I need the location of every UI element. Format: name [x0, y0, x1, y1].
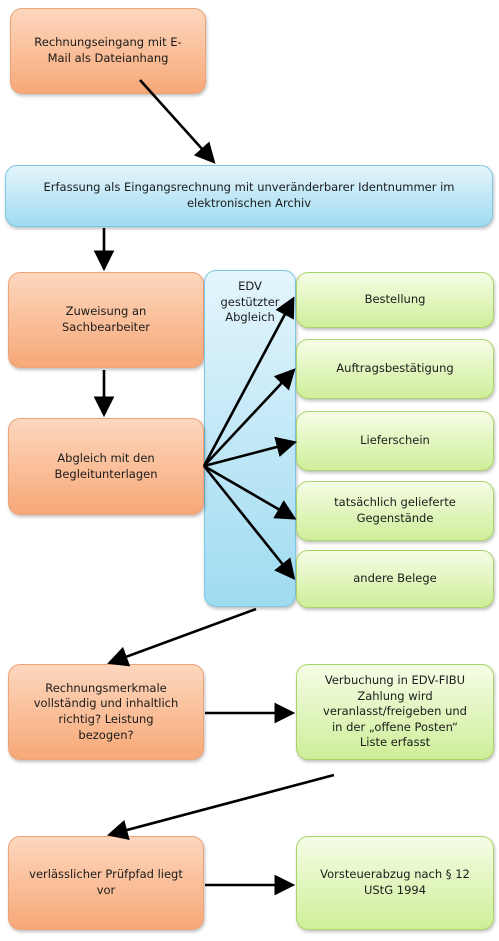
box-zuweisung: Zuweisung an Sachbearbeiter [8, 272, 204, 368]
arrow-edv-merkmale [107, 607, 257, 667]
box-vorsteuerabzug-label: Vorsteuerabzug nach § 12 UStG 1994 [320, 867, 470, 897]
box-zuweisung-label: Zuweisung an Sachbearbeiter [62, 304, 150, 334]
box-bestellung-label: Bestellung [364, 292, 426, 307]
box-abgleich: Abgleich mit den Begleitunterlagen [8, 418, 204, 515]
box-auftragsbestaetigung: Auftragsbestätigung [296, 339, 494, 399]
box-verbuchung: Verbuchung in EDV-FIBU Zahlung wird vera… [296, 664, 494, 760]
box-rechnungseingang-label: Rechnungseingang mit E-Mail als Dateianh… [34, 35, 182, 65]
box-gelieferte-gegenstaende: tatsächlich gelieferte Gegenstände [296, 481, 494, 541]
box-vorsteuerabzug: Vorsteuerabzug nach § 12 UStG 1994 [296, 836, 494, 930]
box-abgleich-label: Abgleich mit den Begleitunterlagen [54, 450, 158, 481]
box-andere-belege-label: andere Belege [353, 571, 437, 586]
box-rechnungsmerkmale-label: Rechnungsmerkmale vollständig und inhalt… [33, 680, 179, 742]
box-lieferschein: Lieferschein [296, 411, 494, 471]
box-andere-belege: andere Belege [296, 550, 494, 608]
box-pruefpfad: verlässlicher Prüfpfad liegt vor [8, 836, 204, 930]
box-auftragsbestaetigung-label: Auftragsbestätigung [336, 361, 454, 376]
box-verbuchung-label: Verbuchung in EDV-FIBU Zahlung wird vera… [323, 673, 467, 750]
arrow-verbuchung-pruefpfad [106, 773, 335, 841]
box-edv-abgleich: EDV gestützter Abgleich [204, 270, 296, 607]
box-rechnungsmerkmale: Rechnungsmerkmale vollständig und inhalt… [8, 664, 204, 760]
box-erfassung-label: Erfassung als Eingangsrechnung mit unver… [43, 180, 455, 210]
box-erfassung: Erfassung als Eingangsrechnung mit unver… [5, 165, 493, 227]
box-bestellung: Bestellung [296, 272, 494, 328]
box-pruefpfad-label: verlässlicher Prüfpfad liegt vor [29, 867, 183, 897]
box-edv-abgleich-label: EDV gestützter Abgleich [220, 279, 280, 325]
box-rechnungseingang: Rechnungseingang mit E-Mail als Dateianh… [10, 8, 206, 94]
box-gelieferte-gegenstaende-label: tatsächlich gelieferte Gegenstände [334, 495, 456, 525]
box-lieferschein-label: Lieferschein [360, 433, 430, 448]
